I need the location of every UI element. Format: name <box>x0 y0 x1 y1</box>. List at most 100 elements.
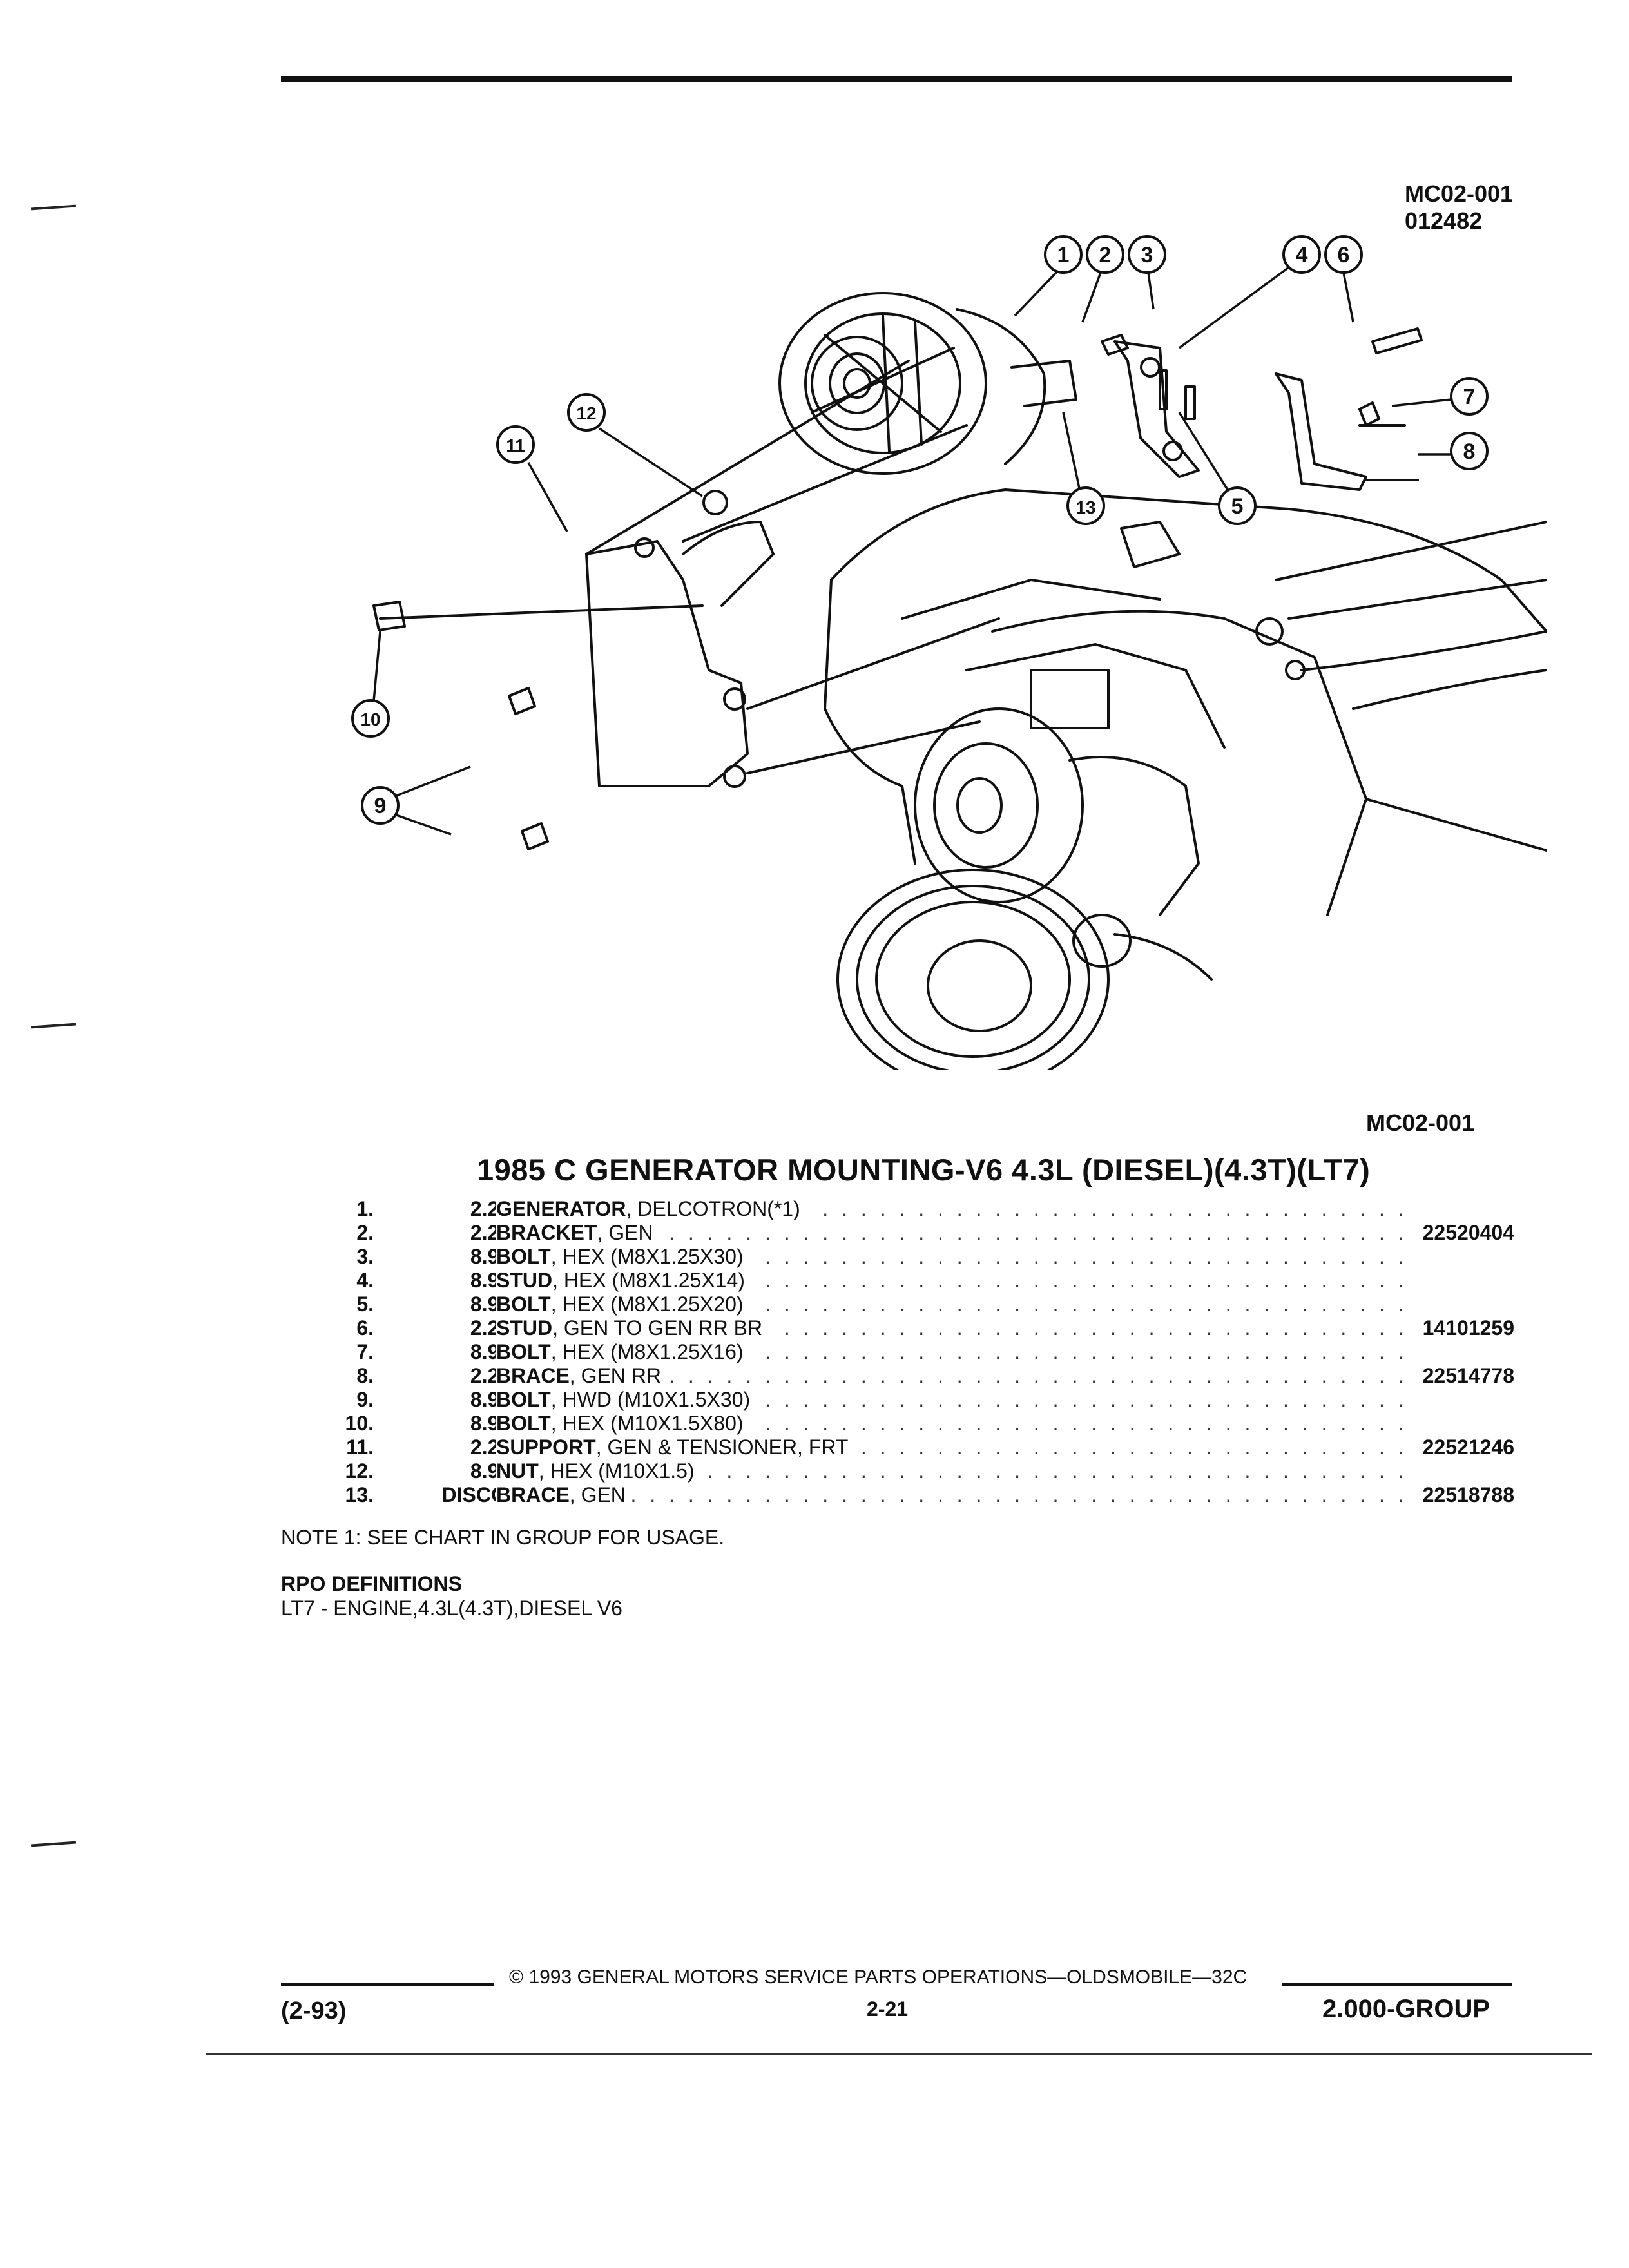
bracket-drawing <box>1113 340 1200 478</box>
rpo-definition: LT7 - ENGINE,4.3L(4.3T),DIESEL V6 <box>281 1597 622 1620</box>
part-index: 5. <box>356 1293 374 1316</box>
callout-10: 10 <box>351 699 390 738</box>
callout-9: 9 <box>361 786 400 825</box>
part-description: , GEN <box>597 1221 653 1244</box>
part-name-wrap: STUD, HEX (M8X1.25X14) <box>496 1269 751 1293</box>
svg-text:3: 3 <box>1141 243 1153 267</box>
leader-dots: . . . . . . . . . . . . . . . . . . . . … <box>496 1483 1405 1506</box>
part-description: , GEN TO GEN RR BR <box>552 1316 763 1340</box>
parts-row: 9.8.900. . . . . . . . . . . . . . . . .… <box>303 1388 1514 1412</box>
part-description: , HEX (M8X1.25X16) <box>550 1340 744 1363</box>
part-name: BOLT <box>496 1388 551 1411</box>
part-description: , HWD (M10X1.5X30) <box>550 1388 751 1411</box>
parts-row: 10.8.900. . . . . . . . . . . . . . . . … <box>303 1412 1514 1436</box>
parts-row: 6.2.277. . . . . . . . . . . . . . . . .… <box>303 1316 1514 1340</box>
part-number: 22518788 <box>1411 1483 1514 1507</box>
figure-id-top: MC02-001 012482 <box>1405 180 1513 235</box>
svg-text:1: 1 <box>1057 243 1070 267</box>
fasteners-drawing <box>372 327 1423 850</box>
svg-text:13: 13 <box>1075 497 1095 517</box>
part-index: 6. <box>356 1316 374 1340</box>
part-index: 11. <box>346 1436 374 1459</box>
margin-mark <box>30 204 77 211</box>
part-index: 2. <box>356 1221 374 1244</box>
part-name: GENERATOR <box>496 1197 626 1220</box>
svg-text:2: 2 <box>1099 243 1112 267</box>
parts-row: 3.8.900. . . . . . . . . . . . . . . . .… <box>303 1245 1514 1269</box>
leader-lines <box>372 266 1452 836</box>
page-title: 1985 C GENERATOR MOUNTING-V6 4.3L (DIESE… <box>477 1153 1371 1187</box>
svg-text:8: 8 <box>1463 439 1476 464</box>
part-index: 13. <box>345 1483 374 1506</box>
callout-12: 12 <box>567 393 606 432</box>
parts-row: 12.8.917. . . . . . . . . . . . . . . . … <box>303 1459 1514 1483</box>
part-description: , HEX (M10X1.5) <box>538 1459 695 1483</box>
footer-group: 2.000-GROUP <box>1322 1995 1490 2023</box>
part-name: BRACKET <box>496 1221 597 1244</box>
part-name: BOLT <box>496 1245 551 1268</box>
rpo-heading: RPO DEFINITIONS <box>281 1572 462 1595</box>
callout-5: 5 <box>1218 486 1257 525</box>
part-index: 10. <box>345 1412 374 1435</box>
part-name-wrap: STUD, GEN TO GEN RR BR <box>496 1316 769 1340</box>
usage-note: NOTE 1: SEE CHART IN GROUP FOR USAGE. <box>281 1526 725 1549</box>
callout-7: 7 <box>1450 377 1489 416</box>
footer-rule-right <box>1282 1983 1512 1986</box>
parts-row: 8.2.277. . . . . . . . . . . . . . . . .… <box>303 1364 1514 1388</box>
part-name: STUD <box>496 1316 553 1340</box>
svg-text:10: 10 <box>360 709 380 729</box>
part-name-wrap: BRACE, GEN <box>496 1483 632 1507</box>
parts-row: 1.2.275. . . . . . . . . . . . . . . . .… <box>303 1197 1514 1221</box>
part-name-wrap: BOLT, HEX (M8X1.25X30) <box>496 1245 750 1269</box>
part-index: 7. <box>356 1340 374 1363</box>
figure-code-bottom: MC02-001 <box>1366 1110 1475 1136</box>
part-index: 3. <box>356 1245 374 1268</box>
bottom-scan-line <box>206 2053 1592 2055</box>
figure-date-code: 012482 <box>1405 207 1483 234</box>
footer-copyright: © 1993 GENERAL MOTORS SERVICE PARTS OPER… <box>509 1966 1248 1988</box>
callout-8: 8 <box>1450 432 1489 470</box>
part-description: , GEN & TENSIONER, FRT <box>595 1436 849 1459</box>
part-name: BOLT <box>496 1293 551 1316</box>
part-name-wrap: NUT, HEX (M10X1.5) <box>496 1459 701 1483</box>
callout-4: 4 <box>1282 235 1321 274</box>
parts-list: 1.2.275. . . . . . . . . . . . . . . . .… <box>303 1197 1514 1507</box>
footer-page-number: 2-21 <box>867 1997 909 2021</box>
part-index: 1. <box>356 1197 374 1220</box>
callout-1: 1 <box>1044 235 1083 274</box>
generator-drawing <box>778 292 1077 475</box>
part-index: 8. <box>356 1364 374 1387</box>
part-index: 9. <box>356 1388 374 1411</box>
part-name: BOLT <box>496 1412 551 1435</box>
part-index: 4. <box>356 1269 374 1292</box>
support-drawing <box>585 360 1000 788</box>
part-number: 22521246 <box>1411 1436 1514 1459</box>
crank-pulley-drawing <box>836 869 1213 1070</box>
part-name-wrap: BRACE, GEN RR <box>496 1364 668 1388</box>
brace-rear-drawing <box>1275 372 1419 491</box>
callout-11: 11 <box>496 425 535 464</box>
part-name-wrap: BOLT, HEX (M8X1.25X16) <box>496 1340 750 1364</box>
parts-row: 2.2.277. . . . . . . . . . . . . . . . .… <box>303 1221 1514 1245</box>
part-description: , GEN RR <box>569 1364 662 1387</box>
part-description: , HEX (M8X1.25X14) <box>552 1269 745 1292</box>
svg-text:6: 6 <box>1338 243 1350 267</box>
part-name: BRACE <box>496 1483 570 1506</box>
callout-2: 2 <box>1086 235 1124 274</box>
margin-mark <box>30 1841 77 1847</box>
top-rule <box>281 76 1512 82</box>
figure-code: MC02-001 <box>1405 180 1514 207</box>
part-name-wrap: BOLT, HEX (M10X1.5X80) <box>496 1412 750 1436</box>
svg-text:5: 5 <box>1231 494 1244 519</box>
svg-text:4: 4 <box>1296 243 1308 267</box>
part-name-wrap: GENERATOR, DELCOTRON(*1) <box>496 1197 807 1221</box>
part-name: BOLT <box>496 1340 551 1363</box>
part-number: 22520404 <box>1411 1221 1514 1245</box>
part-name: BRACE <box>496 1364 570 1387</box>
parts-row: 7.8.900. . . . . . . . . . . . . . . . .… <box>303 1340 1514 1364</box>
svg-text:7: 7 <box>1463 385 1476 409</box>
svg-text:9: 9 <box>374 794 387 818</box>
footer-date: (2-93) <box>281 1997 347 2024</box>
margin-mark <box>30 1023 77 1029</box>
part-name-wrap: SUPPORT, GEN & TENSIONER, FRT <box>496 1436 855 1459</box>
